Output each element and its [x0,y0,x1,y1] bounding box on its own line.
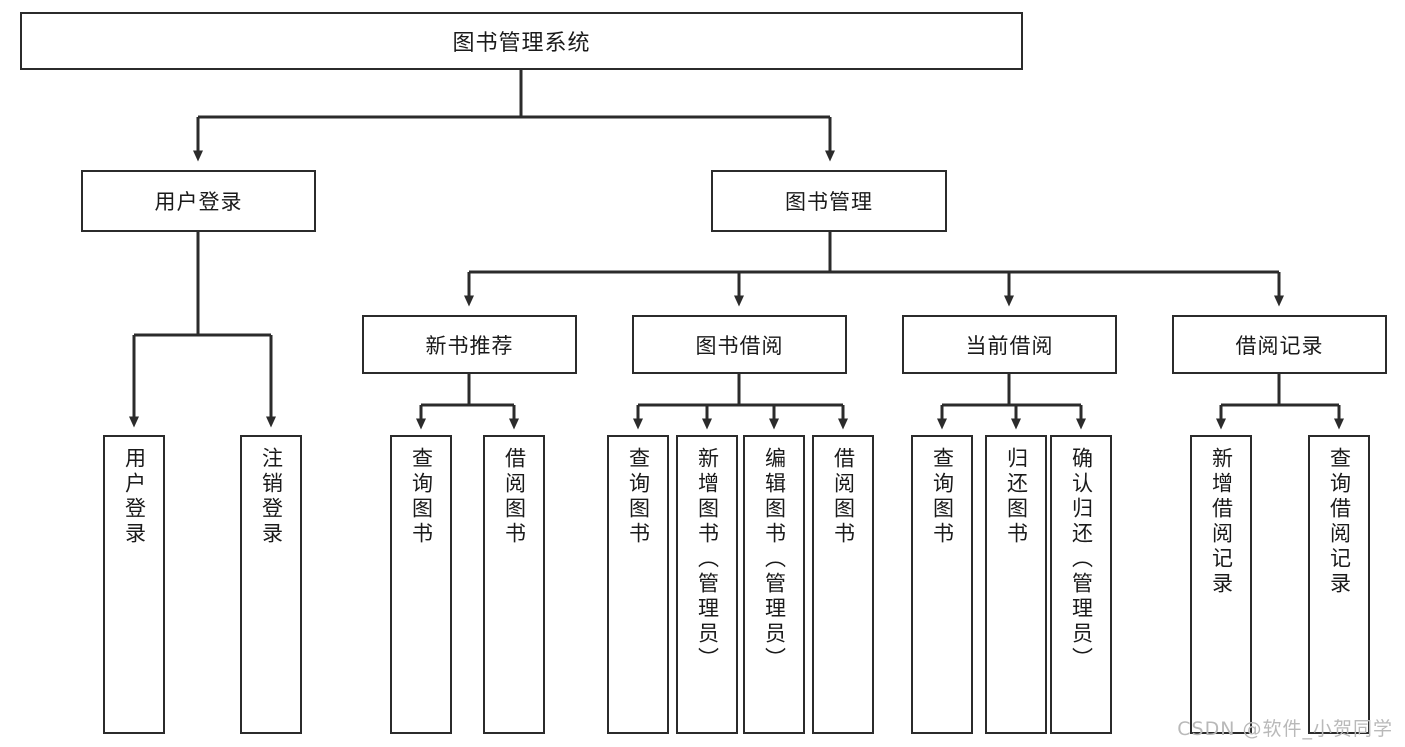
node-book-management-system[interactable]: 图书管理系统 [20,12,1023,70]
node-borrow-record[interactable]: 借阅记录 [1172,315,1387,374]
node-label: 查询借阅记录 [1327,447,1352,597]
node-label: 编辑图书（管理员） [762,447,787,672]
node-label: 用户登录 [154,190,243,214]
node-leaf-confirm-return[interactable]: 确认归还（管理员） [1050,435,1112,734]
node-book-borrow[interactable]: 图书借阅 [632,315,847,374]
node-label: 借阅记录 [1235,333,1324,358]
node-label: 归还图书 [1004,447,1029,547]
node-label: 查询图书 [409,447,434,547]
node-label: 图书管理 [785,190,873,214]
node-leaf-edit-book[interactable]: 编辑图书（管理员） [743,435,805,734]
node-leaf-return-book[interactable]: 归还图书 [985,435,1047,734]
node-label: 新增借阅记录 [1209,447,1234,597]
node-label: 用户登录 [122,447,147,547]
node-current-borrow[interactable]: 当前借阅 [902,315,1117,374]
node-leaf-query-book-1[interactable]: 查询图书 [390,435,452,734]
node-label: 新增图书（管理员） [695,447,720,672]
node-label: 注销登录 [259,447,284,547]
node-leaf-add-book[interactable]: 新增图书（管理员） [676,435,738,734]
node-label: 借阅图书 [831,447,856,547]
node-new-book-recommend[interactable]: 新书推荐 [362,315,577,374]
node-leaf-borrow-book-2[interactable]: 借阅图书 [812,435,874,734]
node-user-login[interactable]: 用户登录 [81,170,316,232]
node-leaf-borrow-book-1[interactable]: 借阅图书 [483,435,545,734]
node-label: 借阅图书 [502,447,527,547]
csdn-watermark: CSDN @软件_小贺同学 [1177,718,1393,740]
node-leaf-query-record[interactable]: 查询借阅记录 [1308,435,1370,734]
node-label: 确认归还（管理员） [1069,447,1094,672]
node-label: 查询图书 [930,447,955,547]
node-leaf-logout[interactable]: 注销登录 [240,435,302,734]
node-book-manage[interactable]: 图书管理 [711,170,947,232]
node-label: 图书管理系统 [452,31,591,56]
node-label: 图书借阅 [695,333,784,358]
node-leaf-user-login[interactable]: 用户登录 [103,435,165,734]
node-leaf-query-book-2[interactable]: 查询图书 [607,435,669,734]
node-leaf-add-record[interactable]: 新增借阅记录 [1190,435,1252,734]
node-leaf-query-book-3[interactable]: 查询图书 [911,435,973,734]
node-label: 当前借阅 [965,333,1054,358]
node-label: 新书推荐 [425,333,514,358]
node-label: 查询图书 [626,447,651,547]
